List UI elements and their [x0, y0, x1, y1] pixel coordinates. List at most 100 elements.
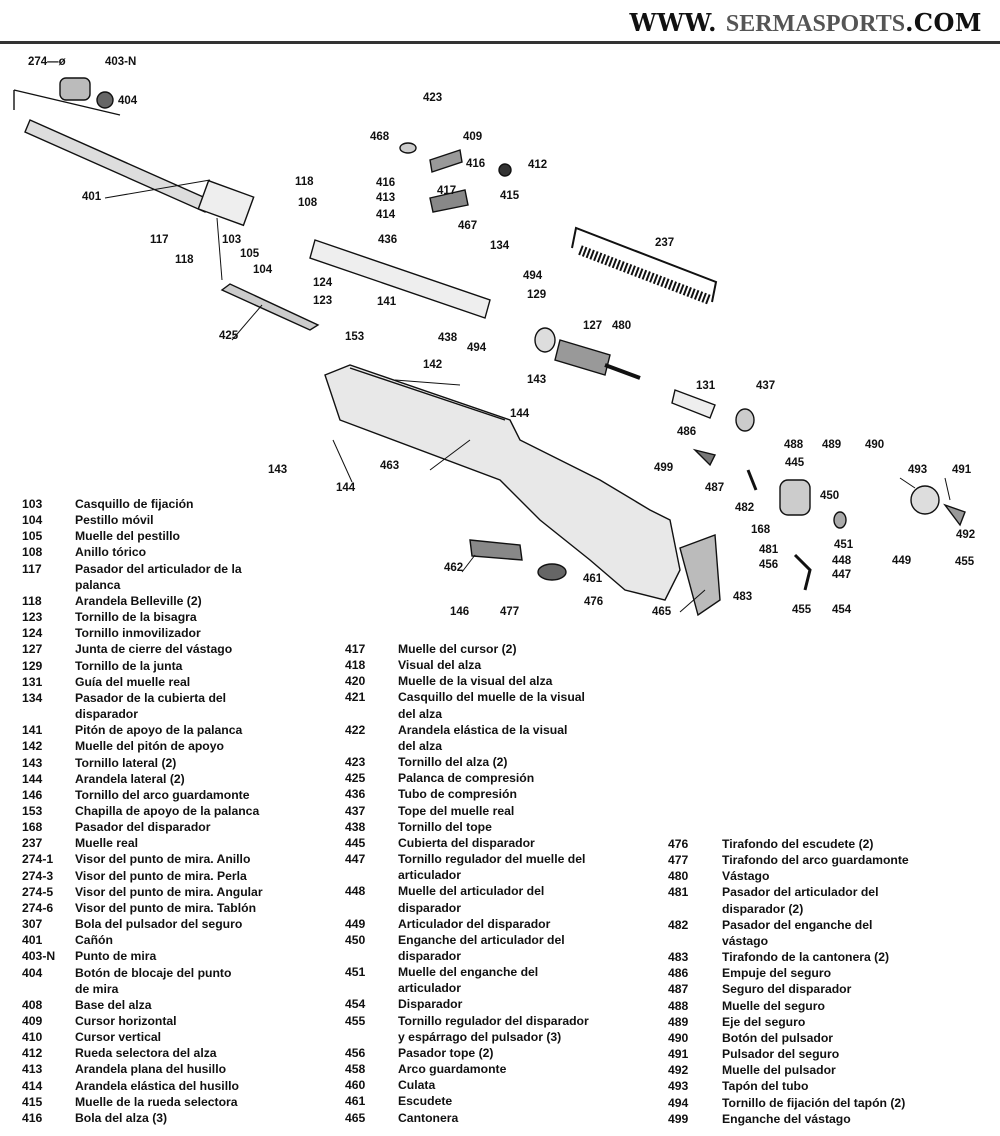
callout-134: 134	[490, 240, 510, 252]
front-sight-part	[13, 77, 121, 116]
part-number: 460	[345, 1078, 366, 1093]
part-number: 408	[22, 997, 43, 1012]
callout-499: 499	[654, 462, 674, 474]
part-number: 129	[22, 658, 43, 673]
callout-492: 492	[956, 529, 976, 541]
part-description: Tornillo del arco guardamonte	[75, 787, 250, 802]
part-number: 274-1	[22, 852, 54, 867]
part-description: Pasador tope (2)	[398, 1045, 494, 1060]
part-description: Arandela plana del husillo	[75, 1062, 227, 1077]
callout-103: 103	[222, 234, 242, 246]
cocking-lever-part	[220, 283, 320, 331]
part-description: Muelle de la rueda selectora	[75, 1094, 238, 1109]
callout-445: 445	[785, 457, 805, 469]
part-description: Guía del muelle real	[75, 674, 191, 689]
callout-118: 118	[175, 254, 194, 266]
part-description: Anillo tórico	[75, 545, 147, 560]
spring-guide-part	[671, 389, 716, 419]
part-description: Casquillo de fijación	[75, 497, 194, 511]
part-description: Pitón de apoyo de la palanca	[75, 723, 243, 738]
callout-438: 438	[438, 332, 458, 344]
stock-part	[324, 364, 681, 601]
barrel-part	[24, 119, 255, 227]
callout-423: 423	[423, 92, 443, 104]
part-description: Pulsador del seguro	[722, 1047, 840, 1062]
part-description: Enganche del vástago	[722, 1111, 851, 1126]
part-number: 144	[22, 771, 43, 786]
part-number: 123	[22, 610, 43, 625]
part-number: 416	[22, 1110, 43, 1125]
parts-list-item: 413 Arandela plana del husillo	[22, 1061, 263, 1077]
part-number: 489	[668, 1014, 689, 1029]
part-number: 487	[668, 982, 689, 997]
part-number: 456	[345, 1045, 366, 1060]
callout-416: 416	[376, 177, 396, 189]
callout-437: 437	[756, 380, 776, 392]
part-number: 142	[22, 739, 43, 754]
part-number: 420	[345, 674, 366, 689]
callout-482: 482	[735, 502, 755, 514]
part-number: 141	[22, 723, 43, 738]
part-number: 412	[22, 1046, 43, 1061]
part-description: Pasador del articulador del disparador (…	[722, 885, 879, 916]
callout-401: 401	[82, 191, 102, 203]
part-number: 401	[22, 933, 43, 948]
callout-425: 425	[219, 330, 239, 342]
part-number: 131	[22, 674, 43, 689]
part-description: Cursor vertical	[75, 1030, 162, 1045]
parts-list-item: 141 Pitón de apoyo de la palanca	[22, 722, 263, 738]
part-number: 168	[22, 820, 43, 835]
leader-lines	[104, 179, 951, 613]
part-number: 488	[668, 998, 689, 1013]
part-number: 493	[668, 1079, 689, 1094]
part-number: 445	[345, 835, 366, 850]
brand-name: SERMASPORTS	[725, 11, 906, 37]
callout-414: 414	[376, 209, 396, 221]
part-number: 477	[668, 853, 689, 868]
parts-list-item: 420 Muelle de la visual del alza	[345, 673, 589, 689]
part-number: 404	[22, 965, 43, 980]
part-number: 409	[22, 1014, 43, 1028]
callout-118: 118	[295, 176, 314, 188]
part-number: 486	[668, 966, 689, 981]
callout-146: 146	[450, 606, 470, 618]
url-suffix: .COM	[905, 8, 982, 37]
part-description: Visor del punto de mira. Tablón	[75, 900, 257, 915]
callout-129: 129	[527, 289, 547, 301]
part-number: 117	[22, 561, 42, 576]
part-number: 146	[22, 787, 43, 802]
callout-491: 491	[952, 464, 972, 476]
compression-tube-part	[309, 239, 491, 319]
parts-list-item: 131 Guía del muelle real	[22, 674, 263, 690]
callout-274: 274—ø	[28, 56, 66, 68]
part-number: 410	[22, 1030, 43, 1045]
part-number: 447	[345, 852, 366, 867]
part-description: Bola del alza (3)	[75, 1110, 168, 1125]
part-description: Muelle de la visual del alza	[398, 674, 553, 689]
part-number: 413	[22, 1062, 43, 1077]
part-number: 414	[22, 1078, 43, 1093]
trigger-guard-part	[469, 539, 523, 561]
piston-part	[534, 327, 641, 380]
